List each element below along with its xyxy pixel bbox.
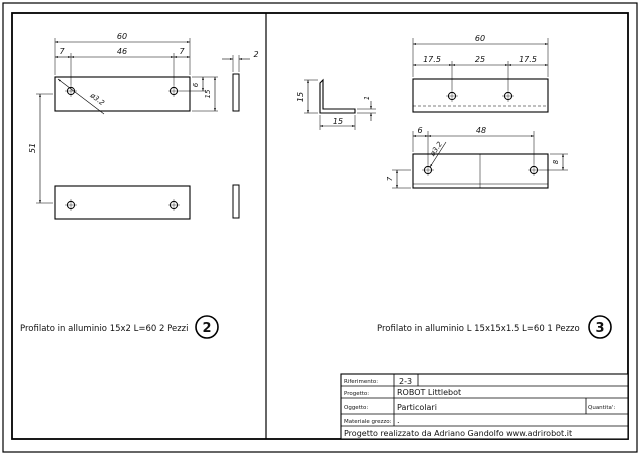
title-block-footer: Progetto realizzato da Adriano Gandolfo … xyxy=(344,429,572,438)
dim-hole-diameter-left: ø3.2 xyxy=(88,91,106,108)
part-2-dimensions xyxy=(36,38,218,204)
part-2-top-plate xyxy=(54,76,191,112)
dim-edge-left: 7 xyxy=(59,47,65,56)
dim-total-right: 60 xyxy=(475,34,485,43)
dim-hole-height-left: 6 xyxy=(192,82,200,87)
oggetto-label: Oggetto: xyxy=(344,405,368,411)
materiale-label: Materiale grezzo: xyxy=(344,419,392,425)
part-3-front-view xyxy=(412,38,549,113)
dim-edge-right-left: 7 xyxy=(179,47,185,56)
dim-height-right: 8 xyxy=(552,159,560,164)
oggetto-value: Particolari xyxy=(397,403,437,412)
part-2-bottom-plate xyxy=(54,184,240,220)
quantita-label: Quantita': xyxy=(588,405,615,411)
dim-between-holes-left: 46 xyxy=(117,47,127,56)
dim-profile-height: 15 xyxy=(296,92,305,102)
dim-total-left: 60 xyxy=(117,32,127,41)
part-2-side-view xyxy=(222,55,250,112)
dim-height-left: 15 xyxy=(204,89,212,98)
materiale-value: . xyxy=(397,416,400,425)
dim-height-bottom: 7 xyxy=(386,176,394,181)
caption-part-2: Profilato in alluminio 15x2 L=60 2 Pezzi xyxy=(20,324,189,334)
dim-hole-offset: 6 xyxy=(417,126,422,135)
dim-spacing-left: 51 xyxy=(28,143,37,153)
part-3-top-view xyxy=(392,131,568,189)
dim-between-holes-right: 25 xyxy=(475,55,485,64)
dim-hole-distance: 48 xyxy=(476,126,486,135)
riferimento-value: 2-3 xyxy=(399,377,412,386)
riferimento-label: Riferimento: xyxy=(344,379,378,385)
part-3-number: 3 xyxy=(595,321,604,336)
caption-part-3: Profilato in alluminio L 15x15x1.5 L=60 … xyxy=(377,324,580,334)
progetto-value: ROBOT Littlebot xyxy=(397,388,461,397)
dim-profile-thickness: 1 xyxy=(363,96,371,100)
progetto-label: Progetto: xyxy=(344,391,369,397)
inner-frame xyxy=(11,12,629,440)
part-2-number-circle xyxy=(195,315,219,339)
part-2-number: 2 xyxy=(202,321,211,336)
part-3-profile-section xyxy=(304,78,376,130)
dim-edge-left-right: 17.5 xyxy=(423,55,441,64)
part-3-number-circle xyxy=(588,315,612,339)
dim-edge-right-right: 17.5 xyxy=(519,55,537,64)
dim-hole-diameter-right: ø3.2 xyxy=(428,140,444,158)
dim-thickness-left: 2 xyxy=(253,50,258,59)
dim-profile-width: 15 xyxy=(333,117,343,126)
title-block xyxy=(340,373,629,440)
